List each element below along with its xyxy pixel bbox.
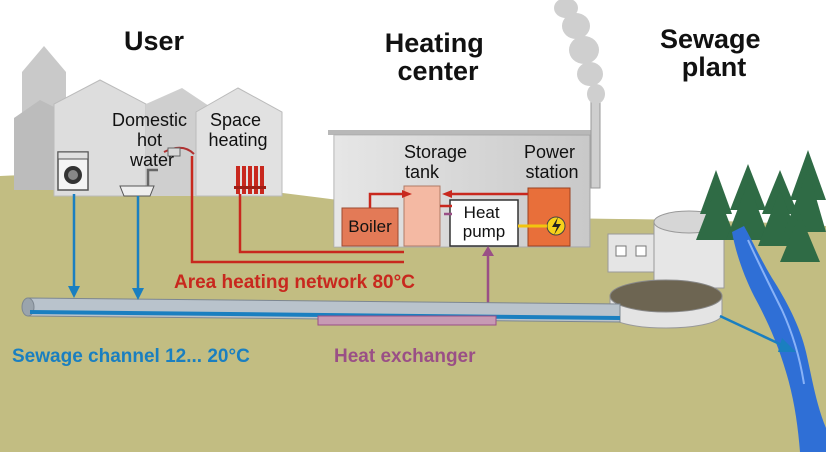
label-heat-exchanger: Heat exchanger — [334, 346, 476, 367]
heading-sewage-plant-line1: Sewage — [660, 24, 761, 54]
radiator-icon — [234, 166, 266, 194]
network-arrow — [402, 190, 412, 198]
river — [732, 226, 826, 452]
label-sewage-channel: Sewage channel 12... 20°C — [12, 346, 250, 367]
label-area-heating-network: Area heating network 80°C — [174, 272, 415, 293]
chimney — [590, 99, 601, 189]
lightning-icon — [546, 216, 566, 236]
river-highlight — [747, 239, 805, 385]
smoke-plume-icon — [554, 0, 605, 104]
heading-heating-center-line1: Heating — [385, 28, 484, 58]
heading-sewage-plant: Sewage plant — [660, 24, 768, 82]
label-power-line2: station — [525, 162, 578, 182]
network-arrow-2 — [442, 190, 452, 198]
label-domestic-line2: hot — [137, 130, 162, 150]
clarifier-basin — [609, 279, 723, 329]
label-storage-line2: tank — [405, 162, 440, 182]
label-heat-pump-line2: pump — [463, 222, 506, 241]
drain-arrow — [68, 286, 80, 298]
power-station-unit — [527, 187, 571, 247]
storage-tank — [403, 185, 441, 247]
washing-machine-icon — [57, 151, 89, 191]
heading-user: User — [124, 26, 185, 56]
label-domestic-line1: Domestic — [112, 110, 187, 130]
heading-sewage-plant-line2: plant — [682, 52, 747, 82]
boiler-unit — [341, 207, 399, 247]
heating-network-pipes — [190, 156, 528, 264]
label-power-station: Power station — [524, 142, 580, 182]
label-space-heating: Space heating — [208, 110, 267, 150]
label-space-line2: heating — [208, 130, 267, 150]
outflow-arrow — [719, 314, 796, 352]
label-domestic-hot-water: Domestic hot water — [112, 110, 192, 170]
label-storage-tank: Storage tank — [404, 142, 472, 182]
heading-heating-center: Heating center — [385, 28, 492, 86]
label-storage-line1: Storage — [404, 142, 467, 162]
label-heat-pump-line1: Heat — [464, 203, 500, 222]
faucet-icon — [119, 146, 195, 197]
sewage-plant-building — [607, 233, 661, 273]
label-heat-pump: Heat pump — [463, 203, 506, 241]
heat-pump-unit — [449, 199, 519, 247]
label-domestic-line3: water — [129, 150, 174, 170]
heat-exchanger-section — [317, 315, 497, 326]
heading-heating-center-line2: center — [397, 56, 479, 86]
label-power-line1: Power — [524, 142, 575, 162]
drain-pipes — [72, 194, 140, 292]
label-space-line1: Space — [210, 110, 261, 130]
drain-arrow-2 — [132, 288, 144, 300]
forest — [696, 150, 826, 262]
label-boiler: Boiler — [348, 217, 392, 236]
